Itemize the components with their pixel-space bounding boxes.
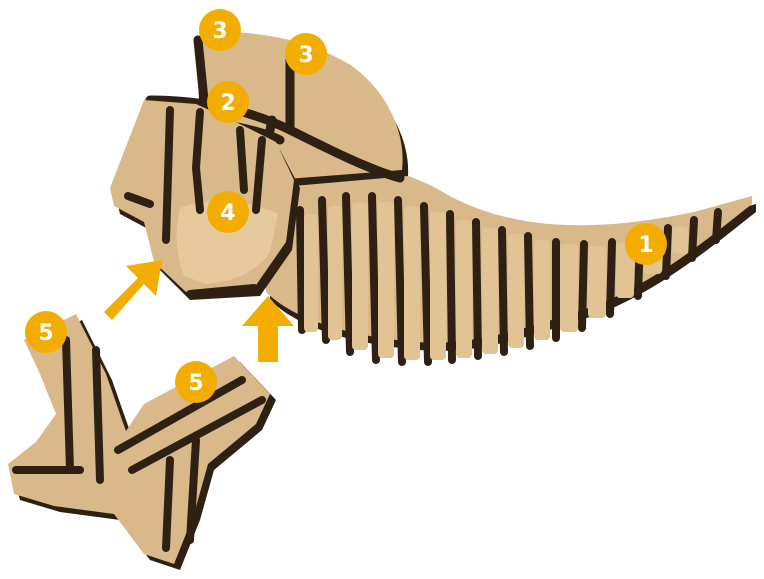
badge-4: 4 xyxy=(207,191,249,233)
badge-3a: 3 xyxy=(199,9,241,51)
badge-5a: 5 xyxy=(25,311,67,353)
badge-5b: 5 xyxy=(175,361,217,403)
badge-2: 2 xyxy=(207,81,249,123)
badge-label: 5 xyxy=(188,371,203,396)
badge-3b: 3 xyxy=(285,33,327,75)
badge-label: 3 xyxy=(298,43,313,68)
badge-label: 4 xyxy=(220,201,235,226)
arrow-up-right-icon xyxy=(104,260,162,320)
badge-label: 5 xyxy=(38,321,53,346)
dinosaur-body xyxy=(262,166,756,362)
badge-1: 1 xyxy=(625,223,667,265)
badge-label: 2 xyxy=(220,91,235,116)
badge-label: 1 xyxy=(638,233,653,258)
badge-label: 3 xyxy=(212,19,227,44)
